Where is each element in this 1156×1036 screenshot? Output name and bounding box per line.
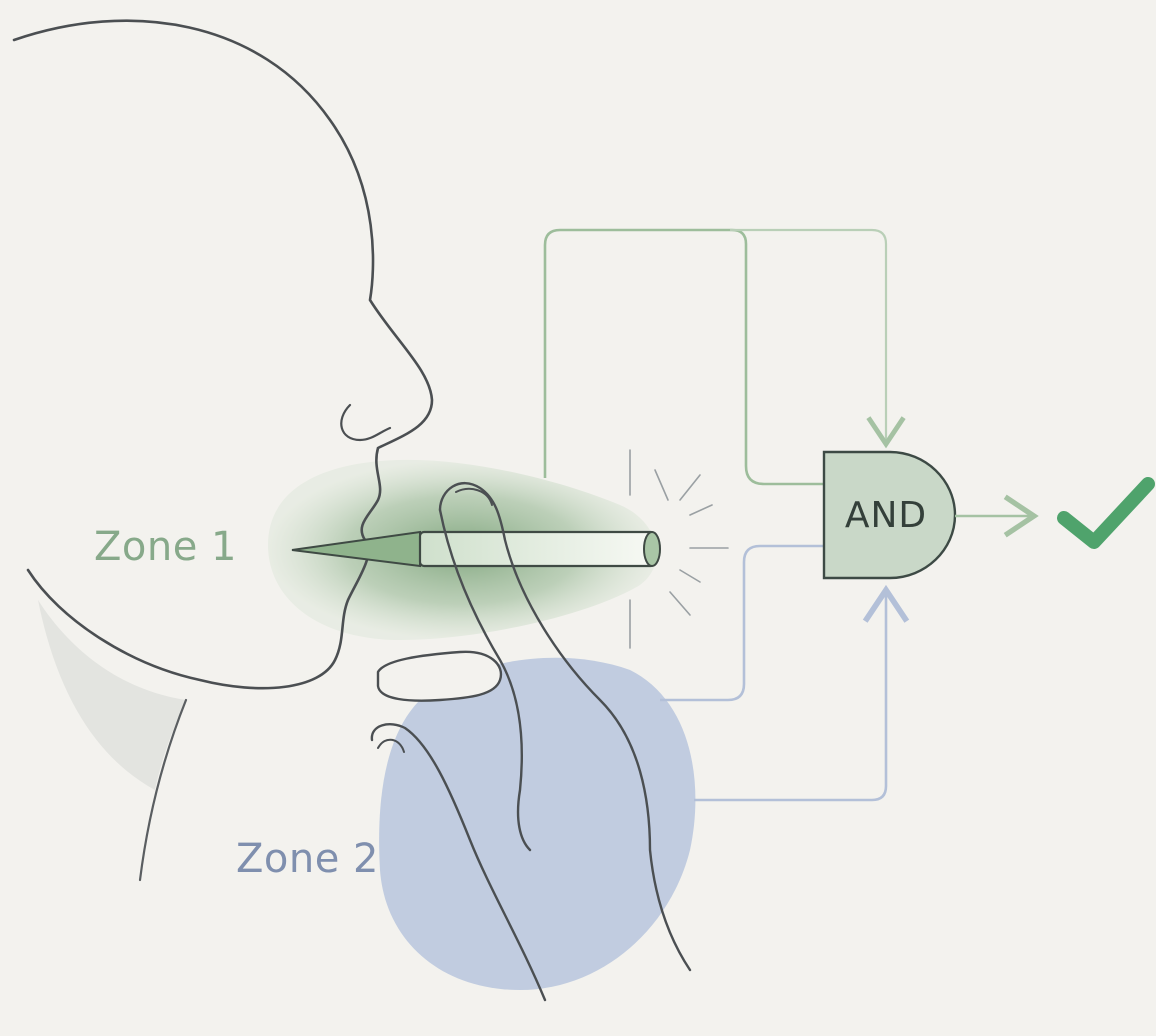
zone1-wire-b [730,228,906,449]
hand-thumb [370,723,547,1002]
nostril-line [340,403,392,442]
zone1-wire-a [543,228,824,486]
hand-curled-finger [376,650,503,702]
zone2-highlight [379,657,696,990]
zone2-label: Zone 2 [236,836,379,882]
zone2-wire-a [660,544,824,702]
hand-fingers [438,482,692,972]
checkmark-icon [1057,477,1155,549]
neck-shadow [38,600,186,790]
zone2-wire-b [694,584,910,802]
and-gate-label: AND [844,494,928,536]
and-gate [822,450,957,580]
hand-thumbnail [377,738,405,753]
neck-line [138,698,188,882]
zone1-label: Zone 1 [94,524,237,570]
hand-finger-inner [438,508,532,852]
head-outline [12,19,434,690]
hand-nail [455,487,493,506]
cigarette [291,530,661,568]
spark-rays [629,449,729,649]
